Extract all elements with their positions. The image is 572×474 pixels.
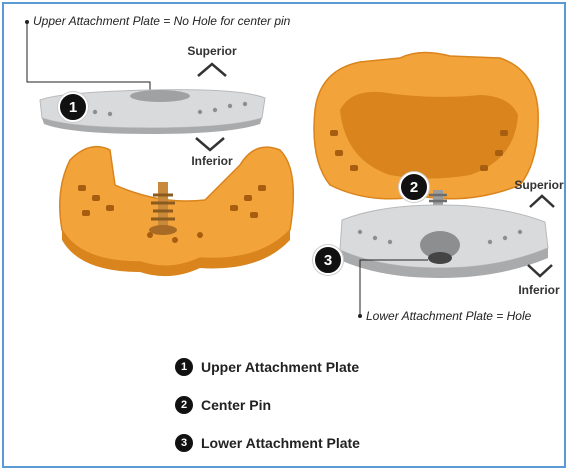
superior-label: Superior bbox=[180, 44, 244, 58]
upper-plate-callout: Upper Attachment Plate = No Hole for cen… bbox=[33, 14, 290, 28]
badge-lower-plate: 3 bbox=[313, 245, 343, 275]
inferior-label: Inferior bbox=[180, 154, 244, 168]
legend-item: 2 Center Pin bbox=[175, 386, 360, 424]
lower-leader-dot bbox=[358, 314, 362, 318]
chevron-up-icon bbox=[198, 64, 226, 76]
legend-label: Lower Attachment Plate bbox=[201, 435, 360, 451]
legend-label: Upper Attachment Plate bbox=[201, 359, 359, 375]
lower-orange-base bbox=[60, 147, 294, 276]
lower-attachment-plate bbox=[340, 205, 548, 278]
superior-label: Superior bbox=[508, 178, 570, 192]
upper-leader-line bbox=[27, 22, 150, 92]
legend-label: Center Pin bbox=[201, 397, 271, 413]
legend: 1 Upper Attachment Plate 2 Center Pin 3 … bbox=[175, 348, 360, 462]
chevron-up-icon bbox=[530, 196, 554, 207]
legend-number: 2 bbox=[175, 396, 193, 414]
legend-number: 3 bbox=[175, 434, 193, 452]
badge-upper-plate: 1 bbox=[58, 92, 88, 122]
chevron-down-icon bbox=[528, 265, 552, 276]
legend-item: 3 Lower Attachment Plate bbox=[175, 424, 360, 462]
inferior-label: Inferior bbox=[508, 283, 570, 297]
legend-item: 1 Upper Attachment Plate bbox=[175, 348, 360, 386]
badge-center-pin: 2 bbox=[399, 172, 429, 202]
upper-orange-dome bbox=[314, 52, 538, 198]
lower-plate-callout: Lower Attachment Plate = Hole bbox=[366, 309, 531, 323]
chevron-down-icon bbox=[196, 138, 224, 150]
legend-number: 1 bbox=[175, 358, 193, 376]
upper-leader-dot bbox=[25, 20, 29, 24]
